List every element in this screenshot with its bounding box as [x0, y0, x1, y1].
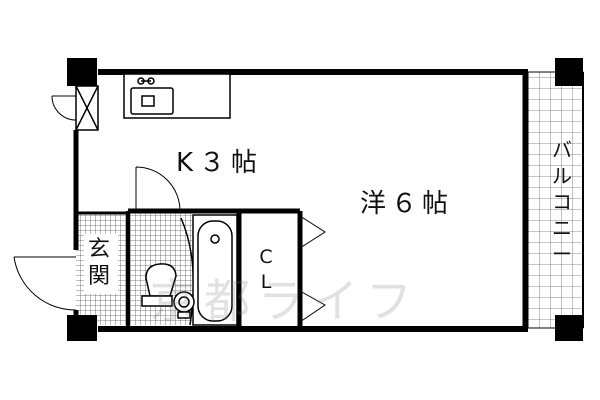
entrance-door-swing [13, 256, 77, 311]
balcony-label-4: ニ [552, 216, 572, 240]
balcony-floor [527, 71, 584, 329]
balcony-label-1: バ [552, 138, 572, 162]
balcony-label-3: コ [552, 190, 572, 214]
kitchen-counter [123, 73, 231, 119]
entrance-label-1: 玄 [87, 237, 110, 262]
balcony-label-2: ル [552, 164, 572, 188]
kitchen-label: K３帖 [176, 148, 264, 178]
closet-label-1: C [259, 246, 273, 268]
closet-label-2: L [260, 271, 272, 293]
watermark: 京都ライフ [150, 274, 420, 328]
interior-walls [76, 208, 303, 329]
bathtub [192, 214, 238, 326]
pillars [67, 58, 583, 341]
washbasin [173, 291, 195, 319]
western-room-label: 洋６帖 [360, 189, 454, 219]
balcony-label: バ ル コ ニ ー [548, 137, 576, 267]
outer-walls [73, 69, 528, 332]
entrance-label: 玄 関 [84, 236, 114, 290]
entrance-label-2: 関 [87, 264, 110, 289]
closet-doors [299, 215, 326, 323]
balcony-label-5: ー [552, 242, 572, 266]
meter-box [75, 85, 99, 131]
bathroom-door-swing [135, 166, 181, 212]
toilet [141, 263, 177, 307]
small-door-swing [51, 95, 77, 121]
closet-label: C L [254, 245, 278, 295]
